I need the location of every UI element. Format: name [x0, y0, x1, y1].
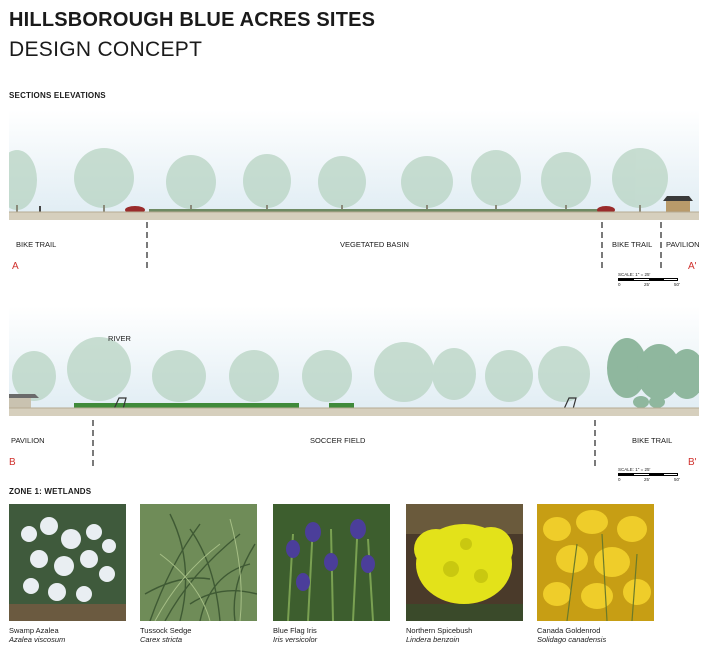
scale-bar-graphic: [618, 473, 678, 476]
section-b-illustration: [9, 306, 699, 416]
page-title: HILLSBOROUGH BLUE ACRES SITES: [9, 9, 376, 31]
scale-tick: 0: [618, 282, 621, 287]
scale-bar-graphic: [618, 278, 678, 281]
label-bike-trail-a-right: BIKE TRAIL: [612, 240, 653, 249]
scale-tick: 25': [644, 477, 650, 482]
plant-common-name: Swamp Azalea: [9, 626, 59, 635]
section-mark-a: A: [12, 261, 19, 272]
plant-card-blue-flag-iris: Blue Flag Iris Iris versicolor: [273, 504, 390, 644]
blue-flag-iris-photo: [273, 504, 390, 621]
section-divider: [601, 222, 603, 268]
label-bike-trail-a-left: BIKE TRAIL: [16, 240, 57, 249]
plant-scientific-name: Solidago canadensis: [537, 635, 607, 644]
plant-common-name: Northern Spicebush: [406, 626, 473, 635]
section-mark-b: B: [9, 457, 16, 468]
plant-scientific-name: Azalea viscosum: [9, 635, 66, 644]
section-b-elevation: [9, 306, 699, 416]
plant-card-northern-spicebush: Northern Spicebush Lindera benzoin: [406, 504, 523, 644]
plant-card-canada-goldenrod: Canada Goldenrod Solidago canadensis: [537, 504, 654, 644]
section-divider: [660, 222, 662, 268]
scale-text: SCALE: 1" = 25': [618, 467, 651, 472]
scale-tick: 25': [644, 282, 650, 287]
scale-bar-b: SCALE: 1" = 25' 0 25' 50': [618, 467, 680, 485]
plant-common-name: Tussock Sedge: [140, 626, 192, 635]
scale-tick: 0: [618, 477, 621, 482]
label-bike-trail-b: BIKE TRAIL: [632, 436, 673, 445]
section-divider: [92, 420, 94, 466]
plant-scientific-name: Iris versicolor: [273, 635, 318, 644]
section-mark-b-prime: B': [688, 457, 697, 468]
plant-scientific-name: Lindera benzoin: [406, 635, 460, 644]
label-pavilion-b: PAVILION: [11, 436, 45, 445]
section-divider: [594, 420, 596, 466]
plant-common-name: Canada Goldenrod: [537, 626, 601, 635]
label-river: RIVER: [108, 334, 131, 343]
page-subtitle: DESIGN CONCEPT: [9, 38, 203, 61]
sections-heading: SECTIONS ELEVATIONS: [9, 91, 106, 100]
label-pavilion-a: PAVILION: [666, 240, 700, 249]
section-a-elevation: [9, 110, 699, 220]
scale-bar-a: SCALE: 1" = 25' 0 25' 50': [618, 272, 680, 290]
scale-tick: 50': [674, 282, 680, 287]
zone-heading: ZONE 1: WETLANDS: [9, 487, 92, 496]
plant-card-tussock-sedge: Tussock Sedge Carex stricta: [140, 504, 257, 644]
section-divider: [146, 222, 148, 268]
scale-text: SCALE: 1" = 25': [618, 272, 651, 277]
scale-tick: 50': [674, 477, 680, 482]
tussock-sedge-photo: [140, 504, 257, 621]
plant-common-name: Blue Flag Iris: [273, 626, 317, 635]
section-mark-a-prime: A': [688, 261, 697, 272]
label-soccer-field: SOCCER FIELD: [310, 436, 366, 445]
label-vegetated-basin: VEGETATED BASIN: [340, 240, 409, 249]
swamp-azalea-photo: [9, 504, 126, 621]
plant-scientific-name: Carex stricta: [140, 635, 183, 644]
plant-card-swamp-azalea: Swamp Azalea Azalea viscosum: [9, 504, 126, 644]
section-a-illustration: [9, 110, 699, 220]
canada-goldenrod-photo: [537, 504, 654, 621]
northern-spicebush-photo: [406, 504, 523, 621]
